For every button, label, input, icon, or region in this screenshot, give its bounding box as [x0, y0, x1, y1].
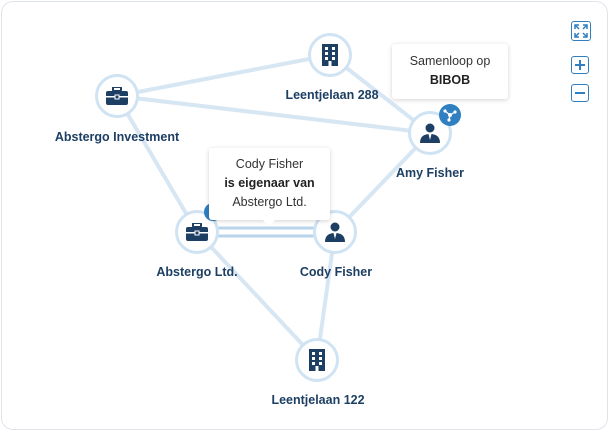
edge-investment-amyfisher	[115, 94, 432, 135]
briefcase-icon	[106, 87, 128, 105]
node-leentjelaan-122[interactable]	[295, 338, 339, 382]
node-label: Leentjelaan 122	[271, 393, 365, 407]
building-icon	[309, 349, 325, 371]
plus-icon	[575, 60, 585, 70]
tooltip-line: Abstergo Ltd.	[232, 195, 307, 209]
node-abstergo-investment[interactable]	[95, 74, 139, 118]
fit-view-button[interactable]	[571, 21, 591, 41]
node-label: Abstergo Ltd.	[156, 265, 238, 279]
node-label: Abstergo Investment	[54, 130, 180, 144]
node-label: Cody Fisher	[299, 265, 373, 279]
tooltip-line-bold: BIBOB	[429, 73, 471, 87]
zoom-in-button[interactable]	[571, 56, 589, 74]
expand-icon	[574, 24, 588, 38]
edge-amyfisher-codyfisher	[333, 131, 432, 234]
edge-investment-leentjelaan288	[115, 53, 332, 98]
node-amy-fisher[interactable]	[408, 111, 452, 155]
network-icon	[443, 109, 457, 122]
node-label: Leentjelaan 288	[285, 88, 379, 102]
minus-icon	[575, 92, 585, 94]
person-icon	[325, 222, 345, 242]
bibob-tooltip: Samenloop op BIBOB	[392, 44, 508, 99]
node-leentjelaan-288[interactable]	[308, 33, 352, 77]
tooltip-pointer	[262, 219, 276, 226]
tooltip-line-bold: is eigenaar van	[224, 176, 315, 190]
node-abstergo-ltd[interactable]	[175, 210, 219, 254]
bibob-badge[interactable]	[439, 104, 461, 126]
tooltip-line: Samenloop op	[409, 54, 491, 68]
edge-abstergoltd-leentjelaan122	[195, 230, 319, 362]
tooltip-line: Cody Fisher	[235, 157, 304, 171]
person-icon	[420, 123, 440, 143]
edge-investment-abstergoltd	[115, 94, 199, 234]
ownership-tooltip: Cody Fisher is eigenaar van Abstergo Ltd…	[209, 148, 330, 220]
zoom-out-button[interactable]	[571, 84, 589, 102]
building-icon	[322, 44, 338, 66]
node-label: Amy Fisher	[395, 166, 465, 180]
briefcase-icon	[186, 223, 208, 241]
